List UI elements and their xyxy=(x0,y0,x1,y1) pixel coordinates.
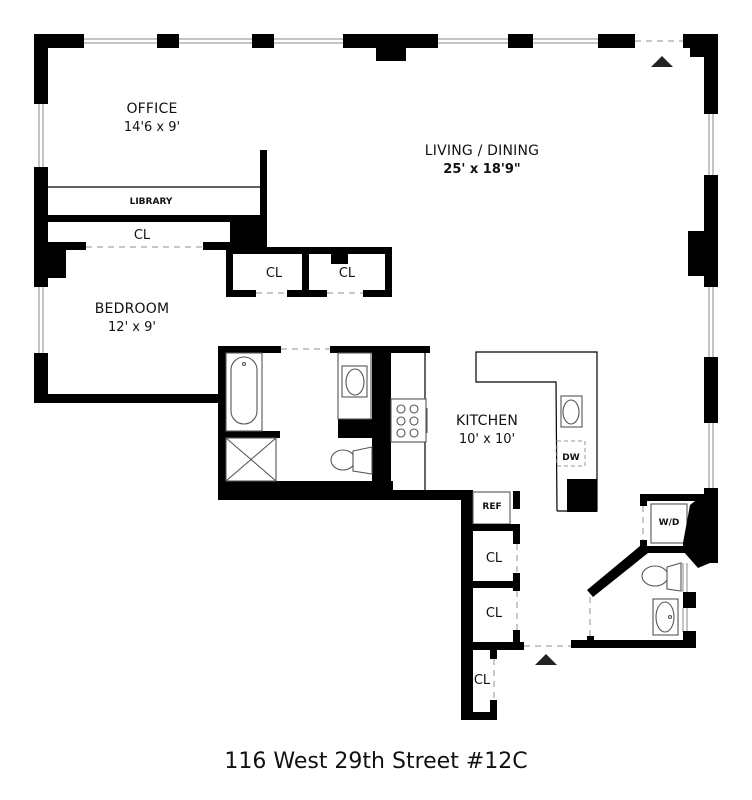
library-label: LIBRARY xyxy=(129,197,173,207)
room-label-bedroom: BEDROOM 12' x 9' xyxy=(95,302,169,334)
closet-label-entry-3: CL xyxy=(473,673,491,688)
address-caption: 116 West 29th Street #12C xyxy=(224,749,528,774)
room-name: OFFICE xyxy=(126,101,178,117)
dishwasher-label: DW xyxy=(562,453,580,463)
room-name: LIVING / DINING xyxy=(424,143,540,159)
room-name: KITCHEN xyxy=(455,413,519,429)
washer-dryer-label: W/D xyxy=(658,518,680,528)
office-walls xyxy=(48,150,392,297)
closet-label-office: CL xyxy=(133,228,151,243)
entry-closets xyxy=(461,524,571,720)
kitchen xyxy=(390,346,598,720)
room-name: BEDROOM xyxy=(94,301,170,317)
room-dims: 10' x 10' xyxy=(458,432,516,447)
room-dims: 12' x 9' xyxy=(108,320,156,335)
closet-label-entry-1: CL xyxy=(485,551,503,566)
refrigerator-label: REF xyxy=(482,502,502,512)
entry-arrow-icon xyxy=(651,56,673,67)
powder-room xyxy=(571,494,717,648)
room-label-kitchen: KITCHEN 10' x 10' xyxy=(456,414,518,446)
room-dims: 25' x 18'9" xyxy=(443,162,521,177)
closet-label-hall-1: CL xyxy=(265,266,283,281)
bathroom-walls xyxy=(218,346,430,500)
closet-label-entry-2: CL xyxy=(485,606,503,621)
room-dims: 14'6 x 9' xyxy=(123,120,181,135)
unit-entry-arrow-icon xyxy=(535,654,557,665)
room-label-office: OFFICE 14'6 x 9' xyxy=(124,102,180,134)
room-label-living: LIVING / DINING 25' x 18'9" xyxy=(425,144,539,176)
windows xyxy=(38,38,714,632)
closet-label-hall-2: CL xyxy=(338,266,356,281)
